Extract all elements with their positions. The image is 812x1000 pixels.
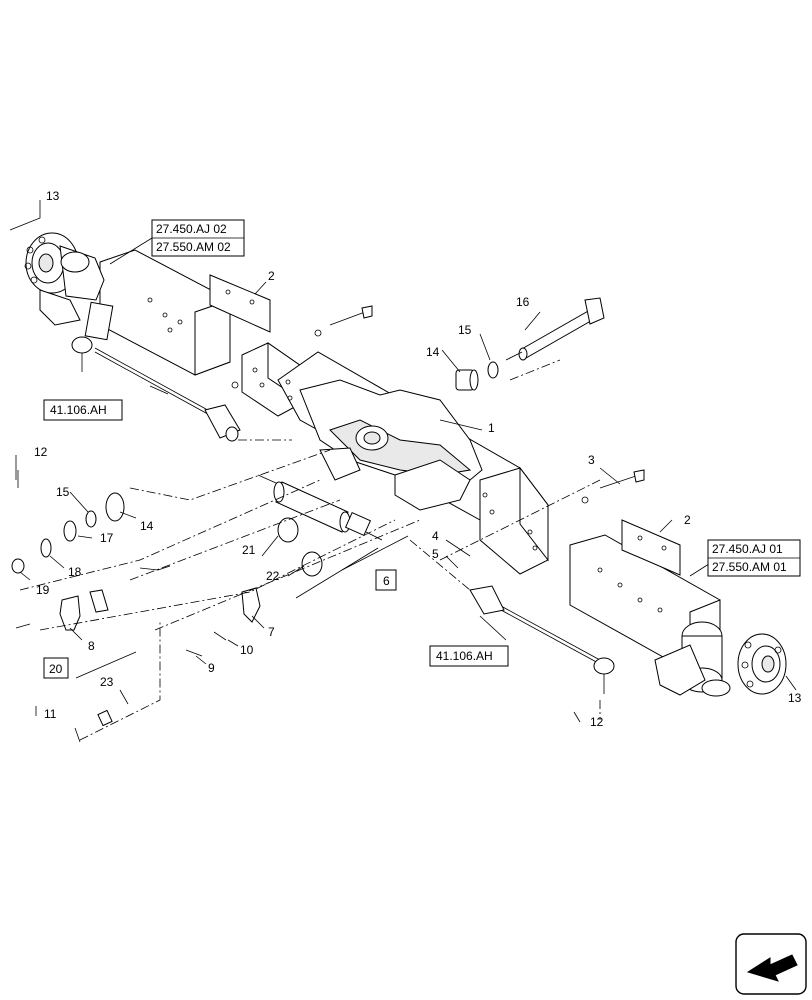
callout-21: 21 xyxy=(242,543,256,557)
nut-19 xyxy=(11,558,25,574)
left-hub xyxy=(24,232,105,326)
callout-15-top: 15 xyxy=(458,323,472,337)
pivot-pin xyxy=(505,297,605,361)
callout-5: 5 xyxy=(432,547,439,561)
bolt-3 xyxy=(581,469,645,504)
callout-15-left: 15 xyxy=(56,485,70,499)
bracket-8 xyxy=(59,595,81,631)
callout-3: 3 xyxy=(588,453,595,467)
ref-right-hub-1[interactable]: 27.450.AJ 01 xyxy=(712,542,783,556)
callout-box-6 xyxy=(375,569,397,591)
navigation-arrow-icon[interactable] xyxy=(735,933,807,995)
ref-box-right-hub[interactable]: 27.450.AJ 01 27.550.AM 01 xyxy=(707,539,801,577)
callout-9: 9 xyxy=(208,661,215,675)
callout-18: 18 xyxy=(68,565,82,579)
right-hub xyxy=(654,621,787,697)
snap-ring-17 xyxy=(63,520,77,542)
callout-16: 16 xyxy=(516,295,530,309)
leader-lines xyxy=(9,200,797,723)
ref-right-hub-2[interactable]: 27.550.AM 01 xyxy=(712,560,787,574)
bracket-8-b xyxy=(89,589,109,613)
tie-rod-right xyxy=(469,585,615,694)
callout-7: 7 xyxy=(268,625,275,639)
bushing-14-left xyxy=(105,492,125,522)
callout-box-20 xyxy=(43,657,69,679)
callout-1: 1 xyxy=(488,421,495,435)
callout-19: 19 xyxy=(36,583,50,597)
ref-box-tie-rod-left[interactable]: 41.106.AH xyxy=(43,399,123,421)
callout-4: 4 xyxy=(432,529,439,543)
ref-box-left-hub[interactable]: 27.450.AJ 02 27.550.AM 02 xyxy=(151,219,245,257)
callout-14-left: 14 xyxy=(140,519,154,533)
o-ring-22 xyxy=(301,551,323,577)
left-axle-extension xyxy=(84,249,231,376)
callout-12-right: 12 xyxy=(590,715,604,729)
callout-13-left: 13 xyxy=(46,189,60,203)
shim-right xyxy=(621,519,681,576)
bushing-14-top xyxy=(455,369,479,391)
callout-22: 22 xyxy=(266,569,280,583)
ref-box-tie-rod-right[interactable]: 41.106.AH xyxy=(429,645,509,667)
callout-11: 11 xyxy=(44,707,57,721)
washer-18 xyxy=(40,538,52,558)
callout-6: 6 xyxy=(383,574,390,588)
shim-left xyxy=(209,274,271,333)
ref-left-hub-2[interactable]: 27.550.AM 02 xyxy=(156,240,231,254)
callout-2-left: 2 xyxy=(268,269,275,283)
callout-23: 23 xyxy=(100,675,114,689)
tie-rod-left xyxy=(71,336,241,442)
callout-12-left: 12 xyxy=(34,445,48,459)
ref-tie-rod-left[interactable]: 41.106.AH xyxy=(50,403,107,417)
steering-cylinder xyxy=(257,474,383,541)
ref-left-hub-1[interactable]: 27.450.AJ 02 xyxy=(156,222,227,236)
washer-15-left xyxy=(85,510,97,528)
assembly-lines xyxy=(19,359,601,741)
callout-10: 10 xyxy=(240,643,254,657)
callout-20: 20 xyxy=(49,662,63,676)
bolt-top xyxy=(231,305,373,389)
o-ring-21 xyxy=(277,517,299,543)
axle-beam xyxy=(241,342,549,575)
callout-13-right: 13 xyxy=(788,691,802,705)
callout-14-top: 14 xyxy=(426,345,440,359)
fitting-23 xyxy=(97,709,113,727)
callout-8: 8 xyxy=(88,639,95,653)
ref-tie-rod-right[interactable]: 41.106.AH xyxy=(436,649,493,663)
callout-17: 17 xyxy=(100,531,114,545)
callout-2-right: 2 xyxy=(684,513,691,527)
washer-15-top xyxy=(487,361,499,379)
